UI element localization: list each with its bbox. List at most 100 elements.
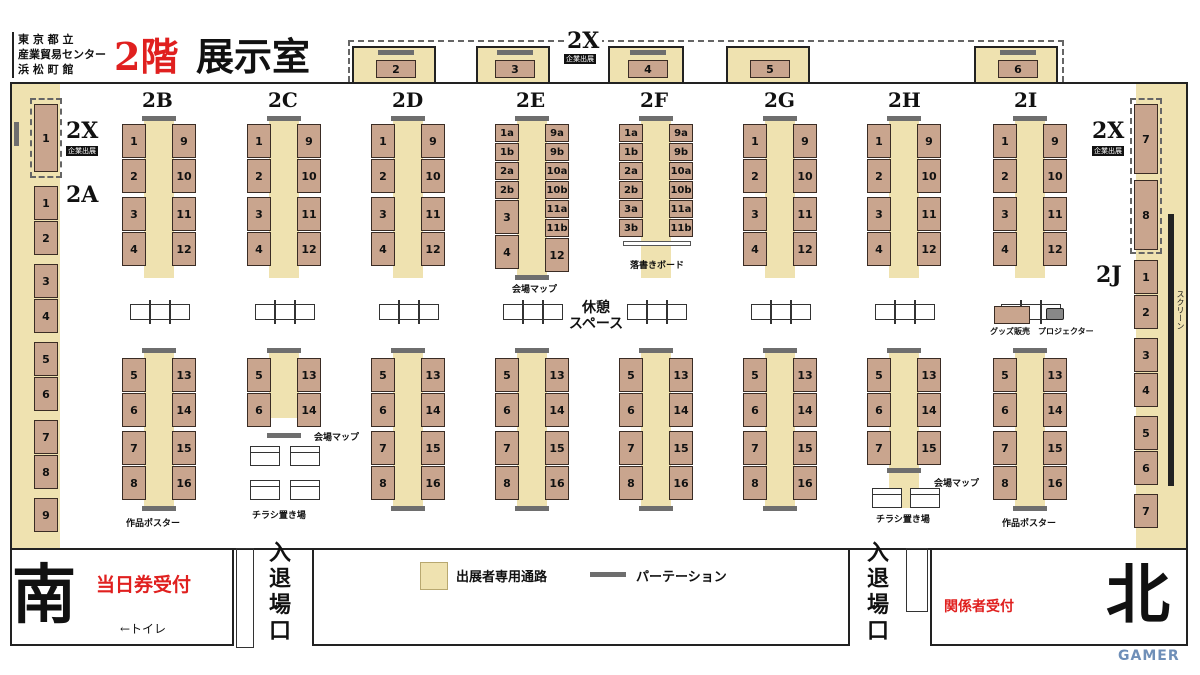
table-2G-1[interactable]: 1: [743, 124, 767, 158]
table-2A-9[interactable]: 9: [34, 498, 58, 532]
table-2E-10b[interactable]: 10b: [545, 181, 569, 199]
table-2A-3[interactable]: 3: [34, 264, 58, 298]
table-2D-7[interactable]: 7: [371, 431, 395, 465]
table-2F-5[interactable]: 5: [619, 358, 643, 392]
table-2I-7[interactable]: 7: [993, 431, 1017, 465]
table-2G-2[interactable]: 2: [743, 159, 767, 193]
table-2E-10a[interactable]: 10a: [545, 162, 569, 180]
table-2G-15[interactable]: 15: [793, 431, 817, 465]
table-2F-1b[interactable]: 1b: [619, 143, 643, 161]
table-2B-14[interactable]: 14: [172, 393, 196, 427]
table-2B-12[interactable]: 12: [172, 232, 196, 266]
table-2G-4[interactable]: 4: [743, 232, 767, 266]
table-2E-12[interactable]: 12: [545, 238, 569, 272]
table-2C-14[interactable]: 14: [297, 393, 321, 427]
table-2D-14[interactable]: 14: [421, 393, 445, 427]
table-2G-14[interactable]: 14: [793, 393, 817, 427]
table-2G-16[interactable]: 16: [793, 466, 817, 500]
table-2I-16[interactable]: 16: [1043, 466, 1067, 500]
table-2B-9[interactable]: 9: [172, 124, 196, 158]
entrance-left[interactable]: 入退場口: [268, 540, 291, 644]
table-2D-2[interactable]: 2: [371, 159, 395, 193]
table-2F-7[interactable]: 7: [619, 431, 643, 465]
table-2x-8[interactable]: 8: [1134, 180, 1158, 250]
table-2F-3a[interactable]: 3a: [619, 200, 643, 218]
table-2F-8[interactable]: 8: [619, 466, 643, 500]
table-2I-2[interactable]: 2: [993, 159, 1017, 193]
table-2A-7[interactable]: 7: [34, 420, 58, 454]
table-2J-5[interactable]: 5: [1134, 416, 1158, 450]
table-2B-15[interactable]: 15: [172, 431, 196, 465]
table-2D-15[interactable]: 15: [421, 431, 445, 465]
table-2C-10[interactable]: 10: [297, 159, 321, 193]
table-2E-11a[interactable]: 11a: [545, 200, 569, 218]
alcove-table-4[interactable]: 4: [628, 60, 668, 78]
table-2E-13[interactable]: 13: [545, 358, 569, 392]
table-2I-13[interactable]: 13: [1043, 358, 1067, 392]
table-2H-4[interactable]: 4: [867, 232, 891, 266]
table-2B-16[interactable]: 16: [172, 466, 196, 500]
table-2F-11b[interactable]: 11b: [669, 219, 693, 237]
table-2F-10a[interactable]: 10a: [669, 162, 693, 180]
table-2G-6[interactable]: 6: [743, 393, 767, 427]
table-2I-9[interactable]: 9: [1043, 124, 1067, 158]
table-2C-12[interactable]: 12: [297, 232, 321, 266]
table-2F-1a[interactable]: 1a: [619, 124, 643, 142]
table-2I-1[interactable]: 1: [993, 124, 1017, 158]
table-2C-2[interactable]: 2: [247, 159, 271, 193]
table-2H-12[interactable]: 12: [917, 232, 941, 266]
table-2C-11[interactable]: 11: [297, 197, 321, 231]
table-2H-14[interactable]: 14: [917, 393, 941, 427]
table-2I-4[interactable]: 4: [993, 232, 1017, 266]
table-2A-8[interactable]: 8: [34, 455, 58, 489]
table-2C-9[interactable]: 9: [297, 124, 321, 158]
table-2G-13[interactable]: 13: [793, 358, 817, 392]
table-2I-11[interactable]: 11: [1043, 197, 1067, 231]
table-2I-12[interactable]: 12: [1043, 232, 1067, 266]
table-2F-14[interactable]: 14: [669, 393, 693, 427]
table-2F-13[interactable]: 13: [669, 358, 693, 392]
table-2H-3[interactable]: 3: [867, 197, 891, 231]
table-2G-9[interactable]: 9: [793, 124, 817, 158]
table-2I-14[interactable]: 14: [1043, 393, 1067, 427]
table-2E-16[interactable]: 16: [545, 466, 569, 500]
table-2G-7[interactable]: 7: [743, 431, 767, 465]
table-2I-10[interactable]: 10: [1043, 159, 1067, 193]
table-2B-2[interactable]: 2: [122, 159, 146, 193]
table-2D-10[interactable]: 10: [421, 159, 445, 193]
table-2E-1a[interactable]: 1a: [495, 124, 519, 142]
table-2A-1[interactable]: 1: [34, 186, 58, 220]
table-2B-1[interactable]: 1: [122, 124, 146, 158]
table-2E-11b[interactable]: 11b: [545, 219, 569, 237]
table-2E-14[interactable]: 14: [545, 393, 569, 427]
table-2B-10[interactable]: 10: [172, 159, 196, 193]
table-2J-1[interactable]: 1: [1134, 260, 1158, 294]
table-2D-6[interactable]: 6: [371, 393, 395, 427]
table-2G-5[interactable]: 5: [743, 358, 767, 392]
table-2J-3[interactable]: 3: [1134, 338, 1158, 372]
table-2D-13[interactable]: 13: [421, 358, 445, 392]
table-2C-4[interactable]: 4: [247, 232, 271, 266]
table-2I-15[interactable]: 15: [1043, 431, 1067, 465]
table-2H-6[interactable]: 6: [867, 393, 891, 427]
table-2F-2b[interactable]: 2b: [619, 181, 643, 199]
table-2F-2a[interactable]: 2a: [619, 162, 643, 180]
table-2x-1[interactable]: 1: [34, 104, 58, 172]
table-2H-11[interactable]: 11: [917, 197, 941, 231]
table-2H-15[interactable]: 15: [917, 431, 941, 465]
table-2A-5[interactable]: 5: [34, 342, 58, 376]
table-2I-5[interactable]: 5: [993, 358, 1017, 392]
alcove-table-2[interactable]: 2: [376, 60, 416, 78]
table-2A-4[interactable]: 4: [34, 299, 58, 333]
alcove-table-3[interactable]: 3: [495, 60, 535, 78]
table-2C-6[interactable]: 6: [247, 393, 271, 427]
table-2J-2[interactable]: 2: [1134, 295, 1158, 329]
table-2I-3[interactable]: 3: [993, 197, 1017, 231]
table-2E-9a[interactable]: 9a: [545, 124, 569, 142]
table-2E-4[interactable]: 4: [495, 235, 519, 269]
table-2F-16[interactable]: 16: [669, 466, 693, 500]
table-2A-2[interactable]: 2: [34, 221, 58, 255]
table-2E-3[interactable]: 3: [495, 200, 519, 234]
table-2D-5[interactable]: 5: [371, 358, 395, 392]
table-2D-12[interactable]: 12: [421, 232, 445, 266]
